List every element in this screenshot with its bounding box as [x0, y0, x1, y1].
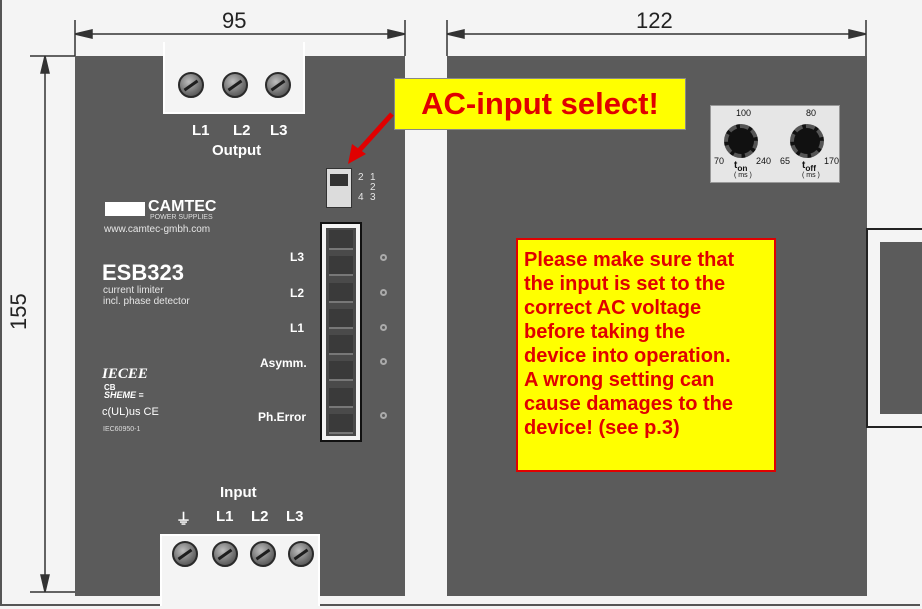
signal-terminal-strip — [320, 222, 362, 442]
switch-knob — [330, 174, 348, 186]
terminal-slot — [329, 282, 353, 303]
input-screw-l1 — [212, 541, 238, 567]
note-line: the input is set to the — [524, 273, 726, 295]
model-name: ESB323 — [102, 260, 184, 285]
terminal-slot — [329, 308, 353, 329]
model-desc-2: incl. phase detector — [103, 296, 190, 307]
input-label: Input — [220, 484, 257, 501]
note-line: correct AC voltage — [524, 297, 702, 319]
note-line: Please make sure that — [524, 249, 735, 271]
led-l3 — [380, 254, 387, 261]
brand-name: CAMTEC — [148, 198, 217, 215]
website: www.camtec-gmbh.com — [104, 224, 211, 235]
terminal-slot — [329, 361, 353, 382]
input-screw-l2 — [250, 541, 276, 567]
ton-right: 240 — [756, 156, 772, 166]
dim-front-width: 95 — [222, 8, 247, 33]
input-screw-l3 — [288, 541, 314, 567]
input-terminal-earth-icon: ⏚ — [176, 511, 192, 528]
switch-pos-4: 4 — [358, 192, 364, 203]
output-screw-l2 — [222, 72, 248, 98]
signal-label-l3: L3 — [290, 250, 305, 264]
output-terminal-l1: L1 — [192, 122, 210, 139]
output-terminal-l2: L2 — [233, 122, 251, 139]
signal-label-l2: L2 — [290, 286, 305, 300]
output-screw-l3 — [265, 72, 291, 98]
ton-unit: ( ms ) — [734, 172, 752, 179]
cert-scheme: SHEME ≡ — [104, 390, 144, 400]
camtec-logo-icon — [105, 202, 145, 216]
note-line: device! (see p.3) — [524, 417, 680, 439]
toff-left: 65 — [780, 156, 791, 166]
note-line: cause damages to the — [524, 393, 733, 415]
led-asymm — [380, 358, 387, 365]
led-ph-error — [380, 412, 387, 419]
input-terminal-l3: L3 — [286, 508, 304, 525]
switch-pos-r2: 2 — [370, 182, 376, 193]
toff-dial-icon[interactable] — [790, 124, 824, 158]
signal-label-l1: L1 — [290, 321, 305, 335]
terminal-slot — [329, 387, 353, 408]
toff-top: 80 — [806, 108, 817, 118]
toff-unit: ( ms ) — [802, 172, 820, 179]
cert-iecee: IECEE — [102, 366, 148, 382]
ton-top: 100 — [736, 108, 752, 118]
ton-left: 70 — [714, 156, 725, 166]
brand-sub: POWER SUPPLIES — [150, 214, 213, 221]
toff-right: 170 — [824, 156, 840, 166]
switch-pos-r3: 3 — [370, 192, 376, 203]
switch-pos-r1: 1 — [370, 172, 376, 183]
terminal-slot — [329, 256, 353, 277]
led-l2 — [380, 289, 387, 296]
led-l1 — [380, 324, 387, 331]
cert-std: IEC60950-1 — [103, 426, 141, 433]
note-line: before taking the — [524, 321, 686, 343]
input-terminal-l1: L1 — [216, 508, 234, 525]
note-line: device into operation. — [524, 345, 731, 367]
model-desc-1: current limiter — [103, 285, 164, 296]
output-screw-l1 — [178, 72, 204, 98]
warning-note: Please make sure that the input is set t… — [516, 238, 776, 472]
signal-label-asymm: Asymm. — [260, 356, 307, 370]
output-label: Output — [212, 142, 262, 159]
ton-dial-icon[interactable] — [724, 124, 758, 158]
output-terminal-l3: L3 — [270, 122, 288, 139]
cert-ul-ce-icon: c(UL)us CE — [102, 406, 159, 418]
din-rail-inner — [880, 242, 922, 414]
terminal-slot — [329, 413, 353, 434]
terminal-slot — [329, 230, 353, 250]
terminal-slot — [329, 335, 353, 356]
input-screw-earth — [172, 541, 198, 567]
dim-height: 155 — [6, 293, 31, 330]
note-line: A wrong setting can — [524, 369, 715, 391]
input-terminal-l2: L2 — [251, 508, 269, 525]
signal-label-ph-error: Ph.Error — [258, 410, 307, 424]
callout-arrow-icon — [348, 112, 394, 164]
ac-input-callout: AC-input select! — [394, 78, 686, 130]
toff-label: toff — [802, 160, 816, 173]
ton-label: ton — [734, 160, 748, 173]
switch-pos-2: 2 — [358, 172, 364, 183]
dim-side-width: 122 — [636, 8, 673, 33]
cert-cb: CB — [104, 383, 116, 392]
